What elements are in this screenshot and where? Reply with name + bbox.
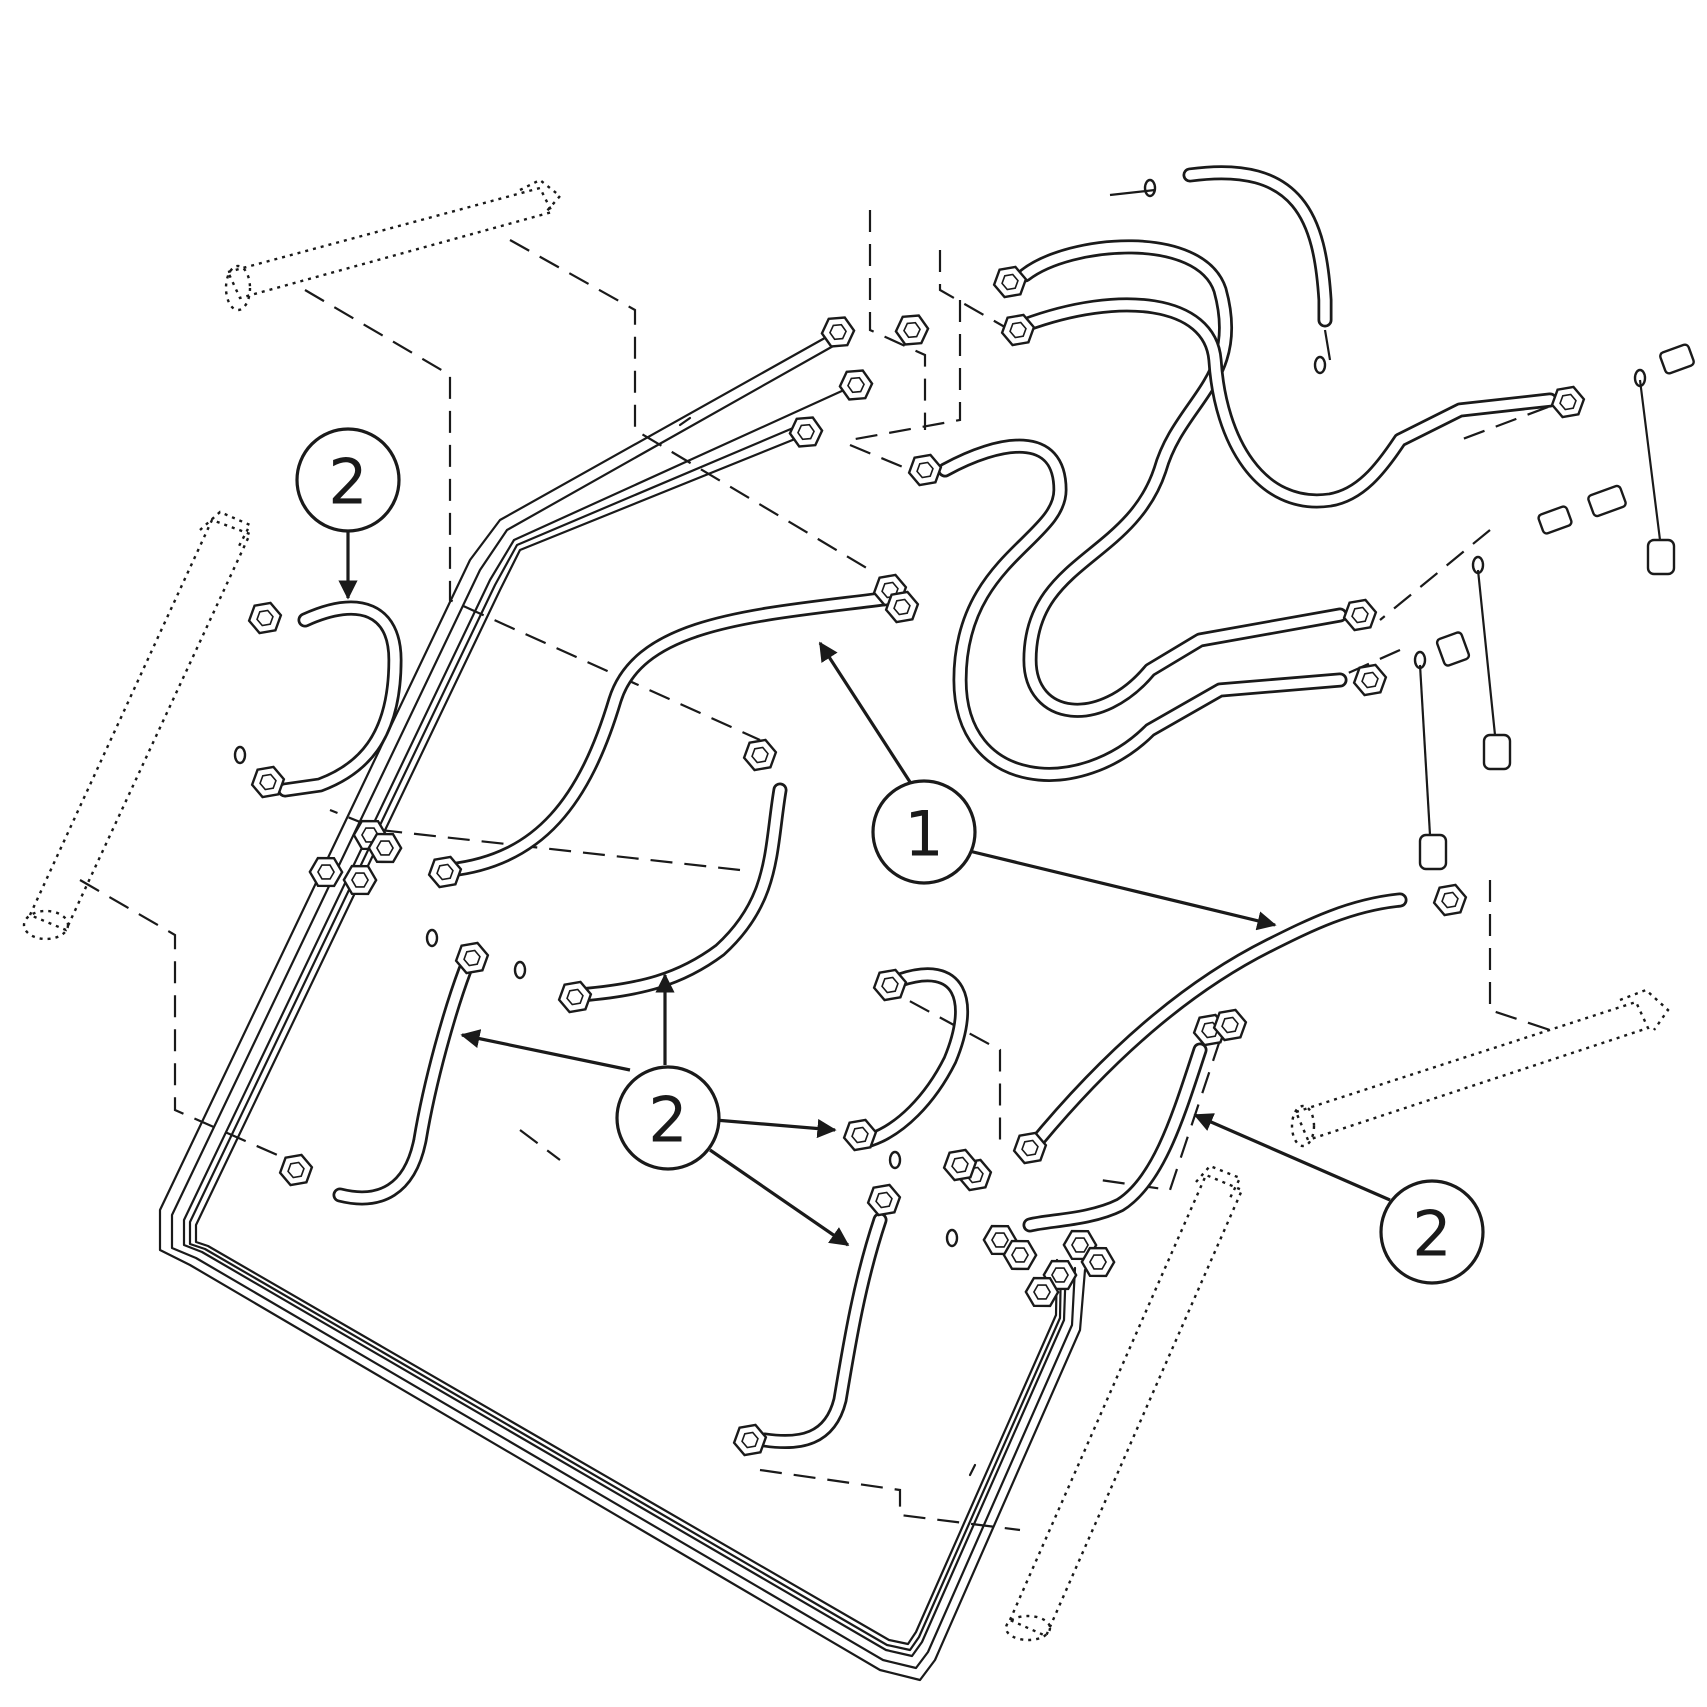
phantom-cylinder-top-left: [224, 178, 562, 312]
manifold-fittings-upper: [785, 308, 933, 454]
bundle-fittings: [304, 812, 1120, 1315]
callout-2-upper-left: 2: [295, 427, 401, 533]
callout-2-upper-left-label: 2: [328, 446, 367, 519]
tube-bundle: [158, 323, 1087, 1682]
callout-2-center-label: 2: [648, 1084, 687, 1157]
leader-arrows: [338, 530, 1391, 1247]
callout-2-center: 2: [615, 1065, 721, 1171]
phantom-cylinder-right: [1290, 988, 1670, 1148]
hoses: [277, 165, 1558, 1450]
phantom-cylinder-left: [22, 510, 252, 941]
callout-1: 1: [871, 779, 977, 885]
callout-1-label: 1: [904, 798, 943, 871]
phantom-cylinder-bottom: [1004, 1164, 1244, 1642]
callout-2-right: 2: [1379, 1179, 1485, 1285]
callout-2-right-label: 2: [1412, 1198, 1451, 1271]
test-adapters: [1109, 188, 1695, 871]
